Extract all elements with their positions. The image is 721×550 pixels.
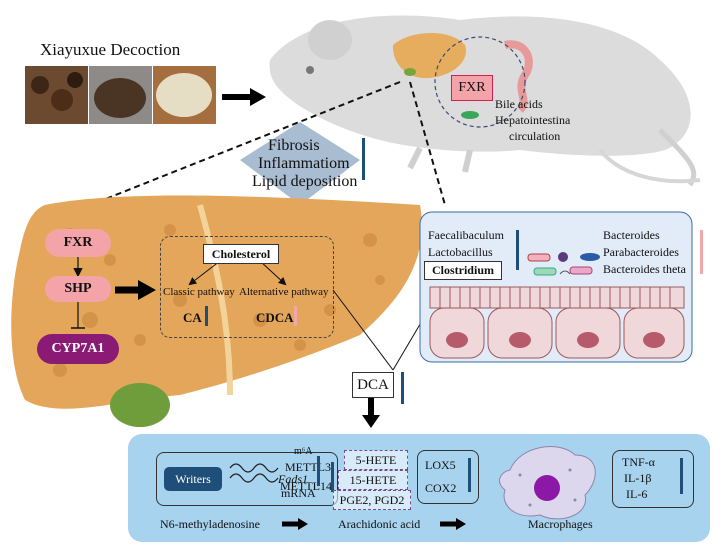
enzyme-down-arrow bbox=[468, 458, 471, 492]
enzyme-group bbox=[417, 450, 479, 504]
mrna-label: mRNA bbox=[281, 486, 316, 500]
herb-photos bbox=[25, 66, 216, 124]
inflammation-label: Inflammatiom bbox=[258, 155, 350, 172]
macrophage-illustration bbox=[499, 446, 596, 520]
faecalibaculum-label: Faecalibaculum bbox=[428, 228, 504, 242]
lox5-label: LOX5 bbox=[425, 458, 456, 472]
intestinal-epithelium bbox=[429, 286, 685, 359]
parabacteroides-label: Parabacteroides bbox=[603, 245, 679, 259]
hepato-label: Hepatointestina bbox=[495, 113, 571, 127]
shp-node: SHP bbox=[45, 276, 111, 302]
arachidonic-label: Arachidonic acid bbox=[338, 517, 421, 531]
cdca-up-arrow bbox=[294, 306, 297, 326]
bacteroides-label: Bacteroides bbox=[603, 228, 660, 242]
classic-pathway-label: Classic pathway bbox=[163, 286, 235, 298]
clostridium-box: Clostridium bbox=[424, 261, 502, 280]
n6-label: N6-methyladenosine bbox=[160, 517, 260, 531]
liver-fxr-node: FXR bbox=[45, 229, 111, 257]
ca-down-arrow bbox=[205, 306, 208, 326]
writers-down-arrow bbox=[331, 462, 334, 492]
il6-label: IL-6 bbox=[626, 487, 648, 501]
fads1-down-arrow bbox=[317, 456, 320, 486]
cytokine-group bbox=[612, 450, 694, 508]
lactobacillus-label: Lactobacillus bbox=[428, 245, 493, 259]
alternative-pathway-label: Alternative pathway bbox=[239, 286, 329, 298]
hete15-box: 15-HETE bbox=[338, 470, 408, 490]
pge-box: PGE2, PGD2 bbox=[333, 490, 411, 510]
gut-down-arrow bbox=[516, 230, 519, 270]
dca-box: DCA bbox=[352, 372, 394, 398]
writers-box: Writers bbox=[164, 467, 222, 491]
gut-up-arrow bbox=[700, 230, 703, 274]
dca-down-arrow bbox=[401, 372, 404, 404]
effects-down-arrow bbox=[362, 138, 365, 180]
cholesterol-box: Cholesterol bbox=[203, 244, 279, 264]
bile-synthesis-box bbox=[160, 236, 334, 338]
mouse-liver bbox=[392, 32, 466, 79]
ca-label: CA bbox=[183, 310, 202, 325]
bacteria-icons bbox=[527, 252, 600, 276]
decoction-title: Xiayuxue Decoction bbox=[40, 40, 181, 59]
fads1-label: Fads1 bbox=[278, 472, 308, 486]
lipid-label: Lipid deposition bbox=[252, 173, 358, 190]
mouse-fxr-label: FXR bbox=[451, 75, 493, 101]
bile-acids-label: Bile acids bbox=[495, 97, 543, 111]
m6a-label: m⁶A bbox=[294, 446, 313, 457]
effects-shape bbox=[240, 122, 360, 205]
il1-label: IL-1β bbox=[624, 471, 652, 485]
bacteroides-theta-label: Bacteroides theta bbox=[603, 262, 686, 276]
fibrosis-label: Fibrosis bbox=[268, 137, 320, 154]
cdca-label: CDCA bbox=[256, 310, 294, 325]
hete5-box: 5-HETE bbox=[344, 450, 408, 470]
writers-group bbox=[156, 452, 338, 506]
cox2-label: COX2 bbox=[425, 481, 457, 495]
cyp7a1-node: CYP7A1 bbox=[37, 334, 119, 364]
tnf-label: TNF-α bbox=[622, 455, 655, 469]
macrophages-label: Macrophages bbox=[528, 517, 593, 531]
cytokine-down-arrow bbox=[680, 458, 683, 494]
circulation-label: circulation bbox=[509, 129, 561, 143]
